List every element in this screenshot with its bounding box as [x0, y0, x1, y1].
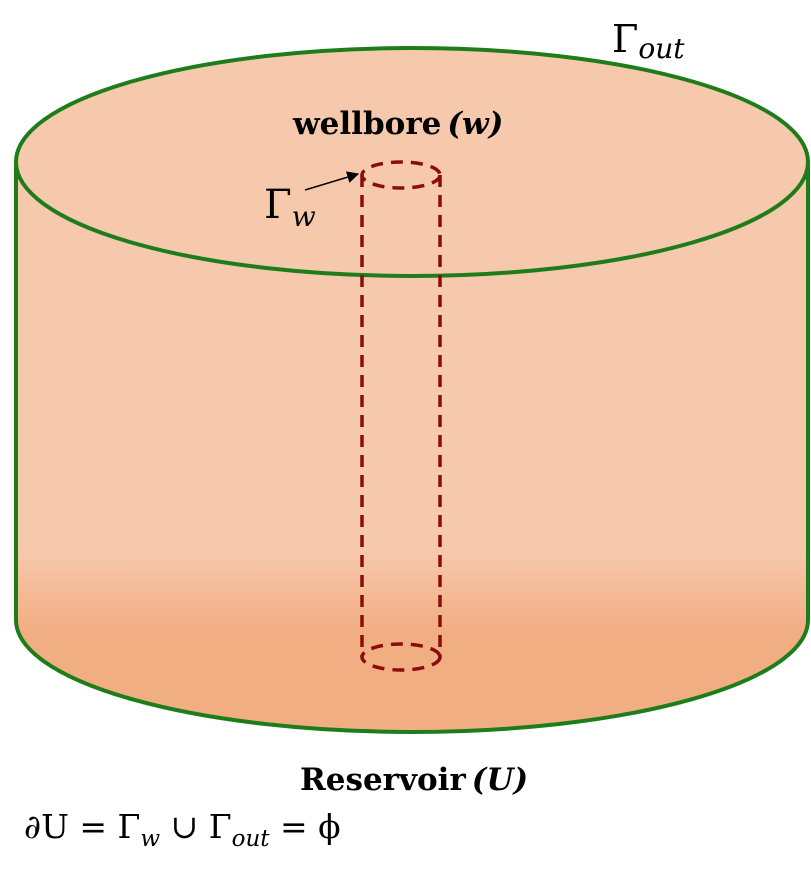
wellbore-label-paren: (w)	[447, 106, 503, 142]
reservoir-body	[16, 162, 808, 732]
equation-sub-out: out	[232, 826, 271, 852]
wellbore-cylinder	[360, 160, 442, 672]
wellbore-bottom-ellipse	[360, 642, 442, 672]
equation-sub-w: w	[140, 826, 160, 852]
equation-rhs: = ϕ	[270, 807, 341, 846]
boundary-equation: ∂U = Γw ∪ Γout = ϕ	[24, 807, 341, 852]
reservoir-label-text: Reservoir	[300, 762, 466, 798]
equation-mid: ∪ Γ	[160, 807, 232, 846]
gamma-out-symbol: Γ	[612, 17, 638, 61]
reservoir-label: Reservoir(U)	[300, 762, 528, 798]
gamma-w-arrow	[304, 171, 360, 191]
gamma-w-label: Γw	[264, 182, 316, 233]
gamma-w-subscript: w	[292, 200, 316, 233]
equation-lhs: ∂U = Γ	[24, 807, 140, 846]
gamma-out-label: Γout	[612, 17, 685, 65]
wellbore-label: wellbore(w)	[292, 106, 503, 142]
wellbore-label-text: wellbore	[292, 106, 441, 142]
gamma-w-symbol: Γ	[264, 182, 292, 228]
gamma-out-subscript: out	[638, 32, 685, 65]
reservoir-label-paren: (U)	[472, 762, 528, 798]
reservoir-bottom-edge	[14, 619, 810, 734]
